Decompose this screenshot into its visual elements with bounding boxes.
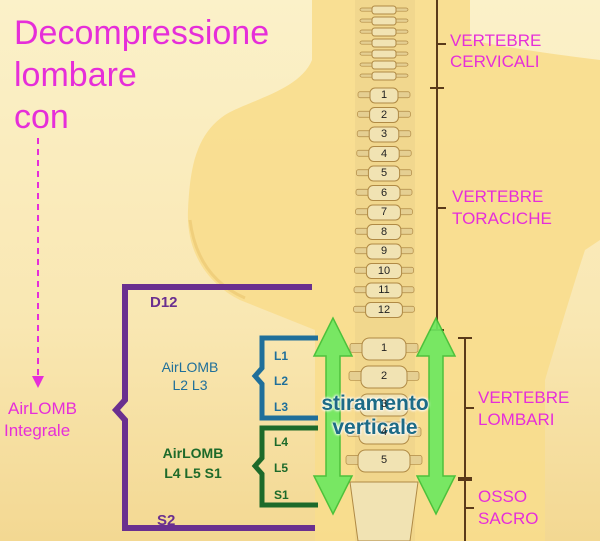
lumbar-number: 5 <box>380 454 388 466</box>
lumbar-vertebra <box>358 421 410 445</box>
stretch-arrow-right <box>415 316 457 516</box>
stretch-label-line-1: stiramento <box>321 392 429 415</box>
lumbar-number: 3 <box>380 398 388 410</box>
thoracic-number: 6 <box>380 186 388 199</box>
cervical-vertebra <box>371 38 397 48</box>
thoracic-vertebra <box>368 146 400 162</box>
lower-bracket <box>251 425 318 508</box>
thoracic-number: 2 <box>380 108 388 121</box>
thoracic-vertebra <box>365 282 403 299</box>
thoracic-number: 4 <box>380 147 388 160</box>
thoracic-vertebra <box>366 224 402 240</box>
cervical-vertebra <box>371 60 397 70</box>
lumbar-vertebra <box>361 337 407 361</box>
section-brackets <box>430 0 474 541</box>
lumbar-number: 4 <box>380 426 388 438</box>
level-s1: S1 <box>274 488 289 502</box>
level-l1: L1 <box>274 349 289 363</box>
label-d12: D12 <box>150 294 178 311</box>
section-lumbar-line-1: VERTEBRE <box>478 388 570 407</box>
section-lumbar-line-2: LOMBARI <box>478 410 555 429</box>
upper-group-name: AirLOMB <box>161 359 219 375</box>
lumbar-number: 2 <box>380 370 388 382</box>
thoracic-vertebra <box>367 185 401 201</box>
thoracic-number: 11 <box>378 284 390 296</box>
label-s2: S2 <box>157 512 176 529</box>
section-cervical-line-2: CERVICALI <box>450 52 540 71</box>
stretch-arrow-left <box>312 316 354 516</box>
lower-group-name: AirLOMB <box>162 445 224 461</box>
thoracic-number: 3 <box>380 128 388 140</box>
thoracic-number: 8 <box>380 225 388 238</box>
title-line-3: con <box>14 98 69 136</box>
device-label-line-1: AirLOMB <box>8 399 77 418</box>
thoracic-vertebra <box>365 263 403 279</box>
lumbar-vertebra <box>357 449 411 473</box>
title-line-2: lombare <box>14 56 137 94</box>
section-thoracic-line-2: TORACICHE <box>452 209 552 228</box>
lumbar-vertebra <box>360 365 408 389</box>
cervical-vertebra <box>371 16 397 26</box>
dashed-arrow <box>32 138 44 388</box>
cervical-vertebra <box>371 5 397 15</box>
thoracic-number: 7 <box>380 206 388 218</box>
title-line-1: Decompressione <box>14 14 270 52</box>
thoracic-number: 9 <box>380 245 388 257</box>
upper-bracket <box>251 335 318 421</box>
thoracic-vertebra <box>368 126 400 143</box>
spinal-column <box>345 5 423 541</box>
thoracic-vertebra <box>367 204 401 221</box>
main-bracket <box>111 284 315 531</box>
level-l2: L2 <box>274 374 289 388</box>
section-sacrum-line-2: SACRO <box>478 509 539 528</box>
section-cervical-line-1: VERTEBRE <box>450 31 542 50</box>
stretch-label-line-2: verticale <box>332 416 418 439</box>
level-l5: L5 <box>274 461 289 475</box>
thoracic-vertebra <box>365 302 403 318</box>
thoracic-number: 1 <box>380 89 388 101</box>
sacrum <box>349 481 419 541</box>
thoracic-number: 10 <box>377 264 391 277</box>
section-thoracic-line-1: VERTEBRE <box>452 187 544 206</box>
level-l4: L4 <box>274 435 289 449</box>
lumbar-number: 1 <box>380 342 388 354</box>
lower-group-levels: L4 L5 S1 <box>164 465 222 481</box>
cervical-vertebra <box>371 71 397 81</box>
thoracic-vertebra <box>366 243 402 260</box>
thoracic-vertebra <box>369 87 399 104</box>
cervical-vertebra <box>371 27 397 37</box>
device-label-line-2: Integrale <box>4 421 71 440</box>
level-l3: L3 <box>274 400 289 414</box>
upper-group-levels: L2 L3 <box>172 377 208 393</box>
thoracic-number: 12 <box>377 303 391 316</box>
thoracic-vertebra <box>367 165 401 182</box>
section-sacrum-line-1: OSSO <box>478 487 528 506</box>
thoracic-vertebra <box>369 107 399 123</box>
cervical-vertebra <box>371 49 397 59</box>
thoracic-number: 5 <box>380 167 388 179</box>
lumbar-vertebra <box>359 393 409 417</box>
